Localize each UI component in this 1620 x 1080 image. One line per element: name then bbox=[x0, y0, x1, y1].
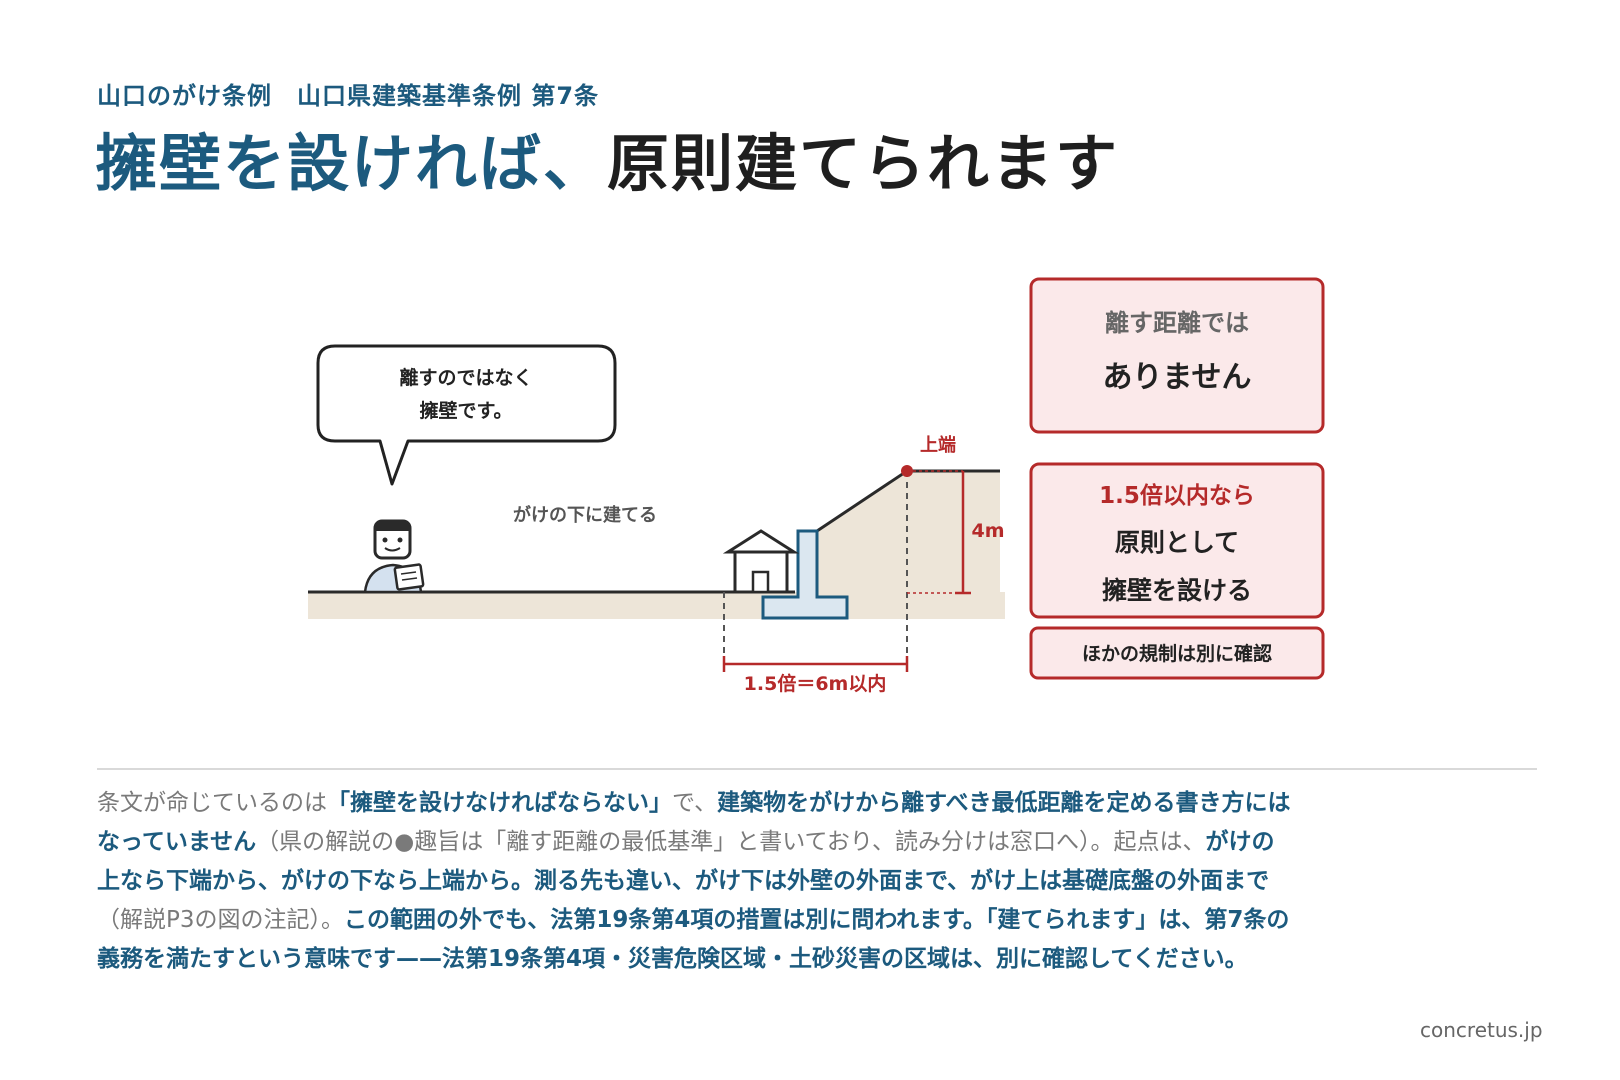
body-text-2: で、 bbox=[672, 790, 718, 816]
bubble-text-line1: 離すのではなく bbox=[399, 366, 532, 389]
title-rest: 原則建てられます bbox=[607, 127, 1120, 200]
bubble-text-line2: 擁壁です。 bbox=[419, 399, 512, 422]
speech-bubble bbox=[316, 344, 617, 486]
scene-label: がけの下に建てる bbox=[513, 504, 657, 526]
page-subtitle: 山口のがけ条例 山口県建築基準条例 第7条 bbox=[97, 82, 600, 110]
height-label: 4m bbox=[971, 520, 1004, 542]
top-edge-point bbox=[901, 465, 913, 477]
cliff-body bbox=[817, 471, 1000, 619]
box-not-distance bbox=[1029, 277, 1325, 434]
person-icon bbox=[363, 519, 425, 594]
body-paragraph: 条文が命じているのは「擁壁を設けなければならない」で、建築物をがけから離すべき最… bbox=[97, 784, 1297, 979]
box-rule-line2: 原則として bbox=[1115, 528, 1239, 557]
section-divider bbox=[97, 768, 1537, 770]
distance-label: 1.5倍＝6m以内 bbox=[744, 672, 887, 695]
top-edge-label: 上端 bbox=[920, 435, 956, 456]
retaining-wall bbox=[761, 529, 849, 620]
house-icon bbox=[722, 529, 800, 594]
body-text-1: 条文が命じているのは bbox=[97, 790, 327, 816]
site-credit: concretus.jp bbox=[1420, 1018, 1543, 1042]
box-rule bbox=[1029, 462, 1325, 619]
body-text-4: （解説P3の図の注記）。 bbox=[97, 907, 345, 933]
box-other-rules-text: ほかの規制は別に確認 bbox=[1082, 642, 1272, 665]
page-title: 擁壁を設ければ、原則建てられます bbox=[95, 127, 1120, 200]
box-not-distance-line1: 離す距離では bbox=[1105, 309, 1249, 337]
body-emphasis-1: 「擁壁を設けなければならない」 bbox=[327, 790, 672, 816]
body-emphasis-2: 建築物をがけから離すべき最低距離を定める書き方にはなっていません bbox=[97, 790, 1291, 855]
box-other-rules bbox=[1029, 626, 1325, 680]
box-not-distance-line2: ありません bbox=[1102, 360, 1251, 395]
title-accent: 擁壁を設ければ、 bbox=[95, 127, 608, 200]
box-rule-line1: 1.5倍以内なら bbox=[1099, 482, 1255, 509]
body-emphasis-3: がけの上なら下端から、がけの下なら上端から。測る先も違い、がけ下は外壁の外面まで… bbox=[97, 829, 1275, 894]
body-text-3: （県の解説の●趣旨は「離す距離の最低基準」と書いており、読み分けは窓口へ）。起点… bbox=[256, 829, 1206, 855]
body-emphasis-4: この範囲の外でも、法第19条第4項の措置は別に問われます。「建てられます」は、第… bbox=[97, 907, 1290, 972]
box-rule-line3: 擁壁を設ける bbox=[1102, 576, 1252, 605]
